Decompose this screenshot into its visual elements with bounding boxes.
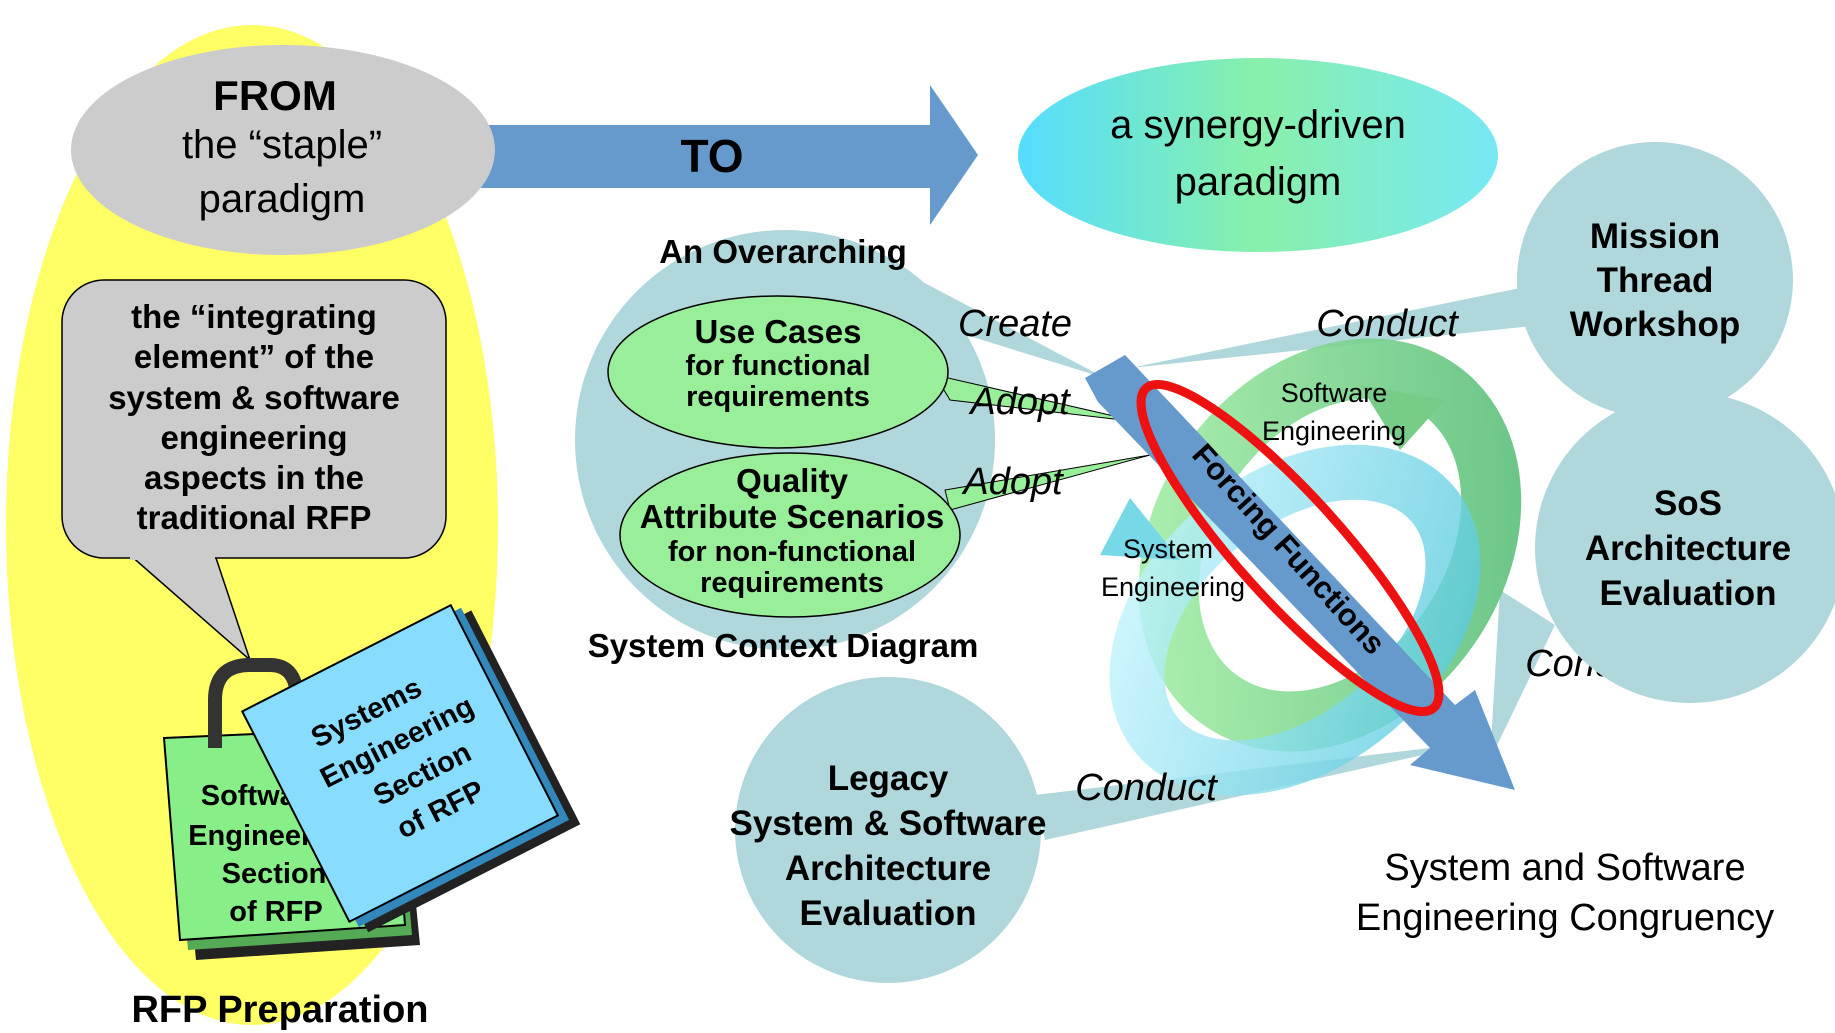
overarching-label: An Overarching (659, 233, 907, 270)
legacy-line1: Legacy (828, 759, 949, 798)
callout-line: system & software (108, 379, 400, 416)
synergy-ellipse (1018, 58, 1498, 252)
rfp-preparation-label: RFP Preparation (131, 989, 428, 1031)
legacy-line4: Evaluation (800, 894, 977, 933)
software-eng-line2: Engineering (1262, 416, 1406, 446)
sos-line1: SoS (1654, 484, 1722, 523)
use-cases-line3: requirements (686, 381, 870, 413)
forcing-arrow (1085, 355, 1515, 790)
software-binder-line: of RFP (229, 896, 322, 928)
congruency-line2: Engineering Congruency (1356, 897, 1774, 939)
system-engineering-ring (1109, 444, 1481, 796)
adopt-label-2: Adopt (961, 461, 1064, 503)
system-eng-line1: System (1123, 534, 1213, 564)
synergy-line1: a synergy-driven (1110, 103, 1406, 147)
system-ring-arrowhead (1100, 498, 1180, 560)
context-diagram-label: System Context Diagram (588, 627, 979, 664)
legacy-line2: System & Software (729, 804, 1046, 843)
create-connector (900, 270, 1105, 378)
to-label: TO (680, 130, 743, 182)
sos-line2: Architecture (1585, 529, 1791, 568)
sos-line3: Evaluation (1600, 574, 1777, 613)
callout-text: the “integrating element” of the system … (108, 298, 400, 536)
systems-binder: Systems Engineering Section of RFP (240, 603, 581, 933)
adopt-label-1: Adopt (968, 381, 1071, 423)
sos-evaluation-circle (1535, 393, 1835, 703)
legacy-evaluation-circle (735, 677, 1041, 983)
callout-box (61, 279, 447, 559)
callout-line: aspects in the (144, 459, 364, 496)
conduct-mission-label: Conduct (1316, 303, 1459, 345)
mission-thread-circle (1517, 142, 1793, 418)
adopt-connector-2 (944, 454, 1151, 511)
software-eng-line1: Software (1281, 378, 1388, 408)
use-cases-ellipse (607, 295, 949, 449)
mission-connector (1130, 285, 1542, 368)
callout-line: element” of the (134, 338, 374, 375)
from-ellipse (71, 45, 495, 255)
callout-line: engineering (160, 419, 347, 456)
from-line2: paradigm (199, 177, 366, 221)
mission-line3: Workshop (1570, 305, 1740, 344)
qas-line4: requirements (700, 567, 884, 599)
from-title: FROM (213, 72, 337, 119)
qas-line3: for non-functional (668, 536, 916, 568)
software-binder-line: Section (222, 858, 327, 890)
conduct-legacy-label: Conduct (1075, 767, 1218, 809)
sos-connector (1490, 590, 1555, 760)
qas-line2: Attribute Scenarios (640, 498, 944, 535)
mission-line2: Thread (1597, 261, 1714, 300)
congruency-line1: System and Software (1384, 847, 1745, 889)
callout-line: the “integrating (131, 298, 377, 335)
system-eng-line2: Engineering (1101, 572, 1245, 602)
use-cases-title: Use Cases (695, 313, 862, 350)
create-label: Create (958, 303, 1072, 345)
mission-line1: Mission (1590, 217, 1720, 256)
from-line1: the “staple” (182, 123, 382, 167)
forcing-red-ellipse (1136, 379, 1444, 717)
qas-ellipse (619, 452, 961, 618)
to-arrow (470, 85, 978, 225)
software-ring-arrowhead (1360, 385, 1445, 450)
callout-line: traditional RFP (137, 499, 372, 536)
use-cases-line2: for functional (685, 350, 870, 382)
synergy-line2: paradigm (1175, 160, 1342, 204)
legacy-line3: Architecture (785, 849, 991, 888)
qas-line1: Quality (736, 462, 849, 499)
